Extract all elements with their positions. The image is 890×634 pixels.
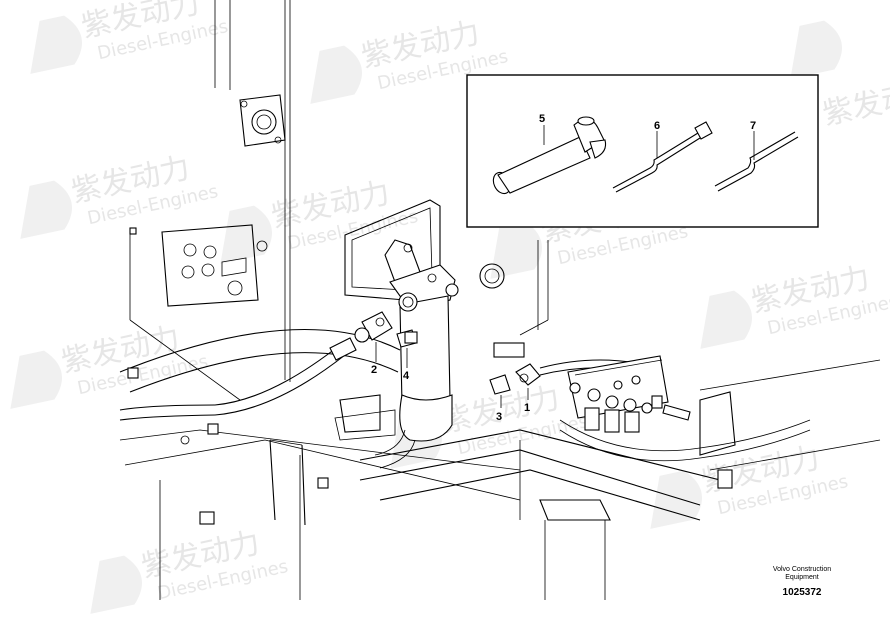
machine-frame (119, 0, 881, 600)
callout-3: 3 (496, 411, 502, 423)
caption-line-1: Volvo Construction (772, 566, 832, 573)
valve-block (567, 355, 691, 433)
watermark-brand-cn: 紫发动力 (820, 73, 890, 132)
air-dryer-assembly (119, 239, 459, 469)
main-callouts: 2 4 3 1 (371, 342, 530, 423)
callout-1: 1 (524, 402, 530, 414)
part-4-plug (396, 329, 418, 348)
caption-line-2: Equipment (785, 574, 819, 581)
part-5-cartridge (492, 116, 607, 195)
callout-7: 7 (750, 120, 756, 132)
part-6-pipe (612, 121, 713, 193)
part-3-plug (489, 374, 511, 395)
part-2-fitting (354, 311, 393, 343)
part-7-pipe (714, 131, 799, 192)
callout-6: 6 (654, 120, 660, 132)
detail-inset: 5 6 7 (466, 74, 819, 228)
callout-4: 4 (403, 370, 410, 382)
callout-5: 5 (539, 113, 545, 125)
drawing-number: 1025372 (782, 587, 822, 598)
part-1-fitting (515, 363, 541, 386)
drawing-footer: Volvo Construction Equipment 1025372 (752, 566, 852, 598)
callout-2: 2 (371, 364, 377, 376)
